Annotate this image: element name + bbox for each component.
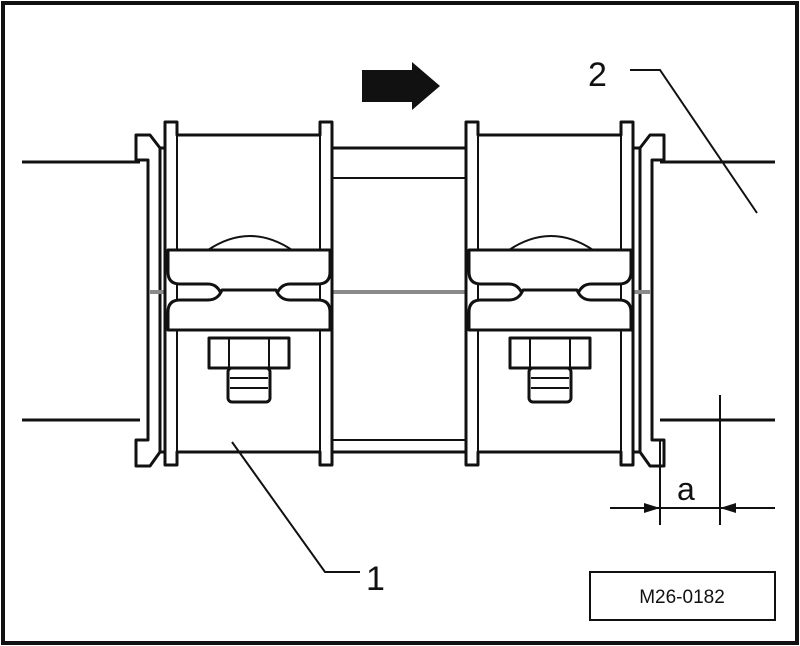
dimension-a-label: a <box>677 471 695 507</box>
left-clamp <box>163 120 334 467</box>
callout-1-label: 1 <box>366 560 385 598</box>
exhaust-pipe <box>22 160 775 422</box>
dimension-a <box>610 395 775 525</box>
reference-code: M26-0182 <box>639 587 725 608</box>
arrow-right-icon <box>362 62 440 110</box>
right-clamp <box>464 120 635 467</box>
callout-2-leader <box>630 69 758 214</box>
callout-1-leader <box>231 441 360 573</box>
callout-2-label: 2 <box>588 56 607 94</box>
reference-code-box <box>589 571 776 621</box>
